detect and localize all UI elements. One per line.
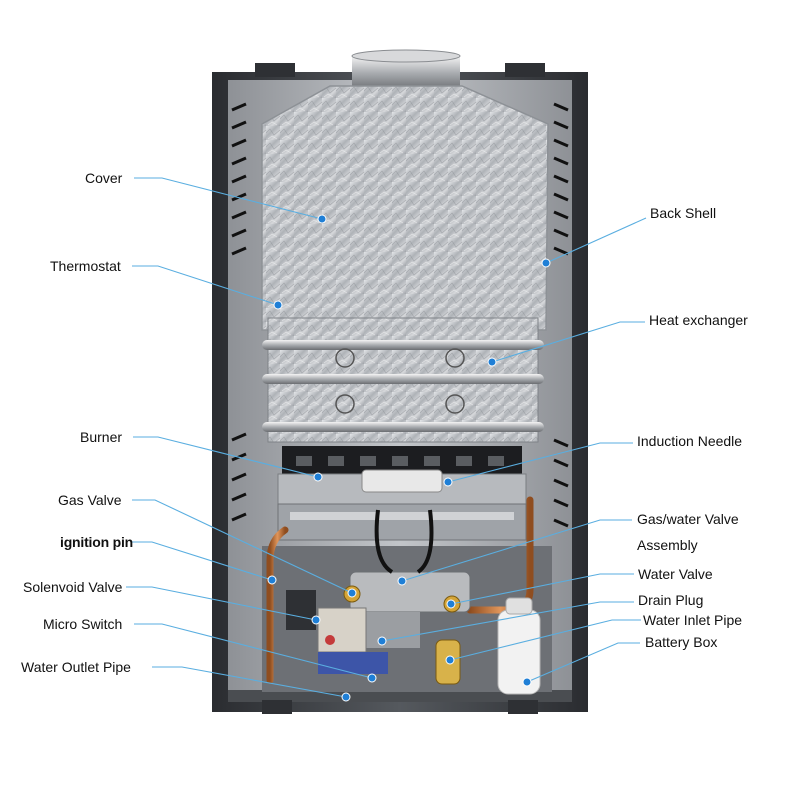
leader-gas-valve xyxy=(132,499,353,594)
leader-cover xyxy=(134,177,323,220)
dot-drain-plug xyxy=(377,636,387,646)
leader-water-valve xyxy=(450,573,634,605)
heat-exchanger-body xyxy=(262,317,544,443)
dot-burner xyxy=(313,472,323,482)
leader-drain-plug xyxy=(381,601,634,642)
dot-gas-water-valve xyxy=(397,576,407,586)
leader-water-inlet xyxy=(449,619,641,661)
dot-cover xyxy=(317,214,327,224)
label-water-inlet-pipe: Water Inlet Pipe xyxy=(643,612,743,628)
dot-water-inlet xyxy=(445,655,455,665)
leader-solenoid-valve xyxy=(126,586,317,621)
dot-battery-box xyxy=(522,677,532,687)
leader-back-shell xyxy=(545,217,647,264)
label-thermostat: Thermostat xyxy=(50,258,121,274)
leader-gas-water-valve xyxy=(401,519,632,582)
leader-water-outlet xyxy=(152,666,347,698)
label-solenoid-valve: Solenvoid Valve xyxy=(23,579,123,595)
label-water-outlet-pipe: Water Outlet Pipe xyxy=(21,659,131,675)
label-gas-water-valve-line2: Assembly xyxy=(637,537,698,553)
leader-lines xyxy=(126,177,647,698)
leader-battery-box xyxy=(526,642,640,683)
leader-induction-needle xyxy=(447,442,633,483)
dot-solenoid-valve xyxy=(311,615,321,625)
gas-water-valve-body xyxy=(343,509,471,685)
label-induction-needle: Induction Needle xyxy=(637,433,743,449)
label-burner: Burner xyxy=(80,429,123,445)
label-cover: Cover xyxy=(85,170,123,186)
leader-burner xyxy=(133,436,319,478)
label-drain-plug: Drain Plug xyxy=(638,592,704,608)
label-gas-valve: Gas Valve xyxy=(58,492,122,508)
label-back-shell: Back Shell xyxy=(650,205,717,221)
label-battery-box: Battery Box xyxy=(645,634,718,650)
leader-micro-switch xyxy=(134,623,373,679)
dot-water-outlet xyxy=(341,692,351,702)
label-ignition-pin: ignition pin xyxy=(60,534,134,550)
label-micro-switch: Micro Switch xyxy=(43,616,123,632)
dot-micro-switch xyxy=(367,673,377,683)
leader-heat-exchanger xyxy=(491,321,645,363)
cover-panel xyxy=(261,85,549,331)
burner-assembly xyxy=(277,446,527,541)
dot-induction-needle xyxy=(443,477,453,487)
dot-back-shell xyxy=(541,258,551,268)
dot-ignition-pin xyxy=(267,575,277,585)
side-vents xyxy=(231,102,569,528)
battery-box xyxy=(497,597,541,695)
label-gas-water-valve-line1: Gas/water Valve xyxy=(637,511,739,527)
label-water-valve: Water Valve xyxy=(638,566,713,582)
label-heat-exchanger: Heat exchanger xyxy=(649,312,748,328)
dot-thermostat xyxy=(273,300,283,310)
flue-pipe xyxy=(351,49,461,90)
dot-heat-exchanger xyxy=(487,357,497,367)
dot-gas-valve xyxy=(347,588,357,598)
dot-water-valve xyxy=(446,599,456,609)
pointer-dots xyxy=(267,214,551,702)
leader-thermostat xyxy=(132,265,279,306)
leader-ignition-pin xyxy=(132,541,273,581)
